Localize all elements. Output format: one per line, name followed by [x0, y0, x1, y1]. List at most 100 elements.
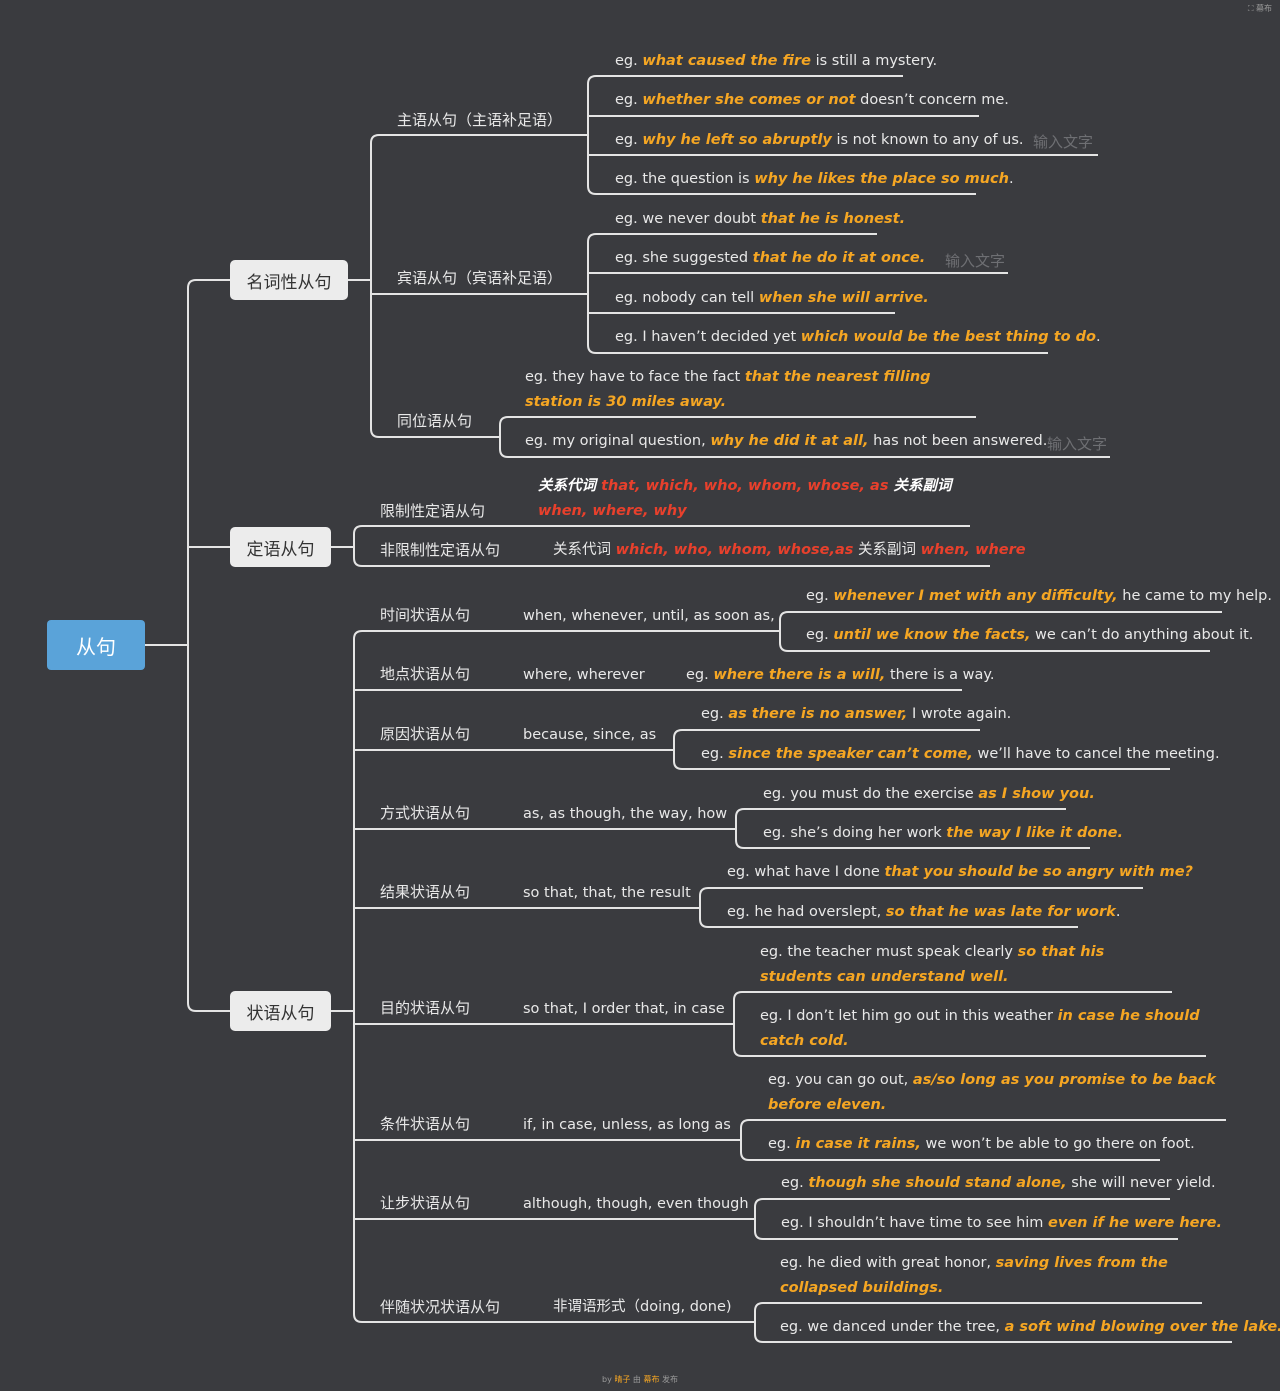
sentence-text: eg. he had overslept, [727, 904, 886, 920]
subject-clause-node[interactable]: 主语从句（主语补足语） [397, 111, 563, 129]
sentence-text: eg. [686, 667, 714, 683]
highlighted-clause: why he likes the place so much [754, 171, 1009, 187]
section-noun-clause[interactable]: 名词性从句 [230, 260, 348, 300]
sentence-text: eg. I shouldn’t have time to see him [781, 1215, 1049, 1231]
highlighted-clause: even if he were here. [1048, 1215, 1222, 1231]
example-subject-4[interactable]: eg. the question is why he likes the pla… [615, 167, 1014, 192]
example-subject-3[interactable]: eg. why he left so abruptly is not known… [615, 128, 1024, 153]
example-accompany-1[interactable]: eg. he died with great honor, saving liv… [780, 1251, 1210, 1301]
manner-clause-node[interactable]: 方式状语从句 [380, 804, 471, 822]
example-appositive-2[interactable]: eg. my original question, why he did it … [525, 429, 1047, 454]
condition-conjunctions[interactable]: if, in case, unless, as long as [523, 1117, 731, 1133]
example-object-1[interactable]: eg. we never doubt that he is honest. [615, 207, 905, 232]
section-attributive-clause[interactable]: 定语从句 [230, 527, 331, 567]
logo-text: 幕布 [1256, 4, 1272, 13]
condition-clause-node[interactable]: 条件状语从句 [380, 1115, 471, 1133]
relative-word: when, where, why [538, 503, 687, 519]
place-clause-node[interactable]: 地点状语从句 [380, 665, 471, 683]
footer-suffix: 发布 [659, 1375, 678, 1384]
concession-conjunctions[interactable]: although, though, even though [523, 1196, 749, 1212]
purpose-clause-node[interactable]: 目的状语从句 [380, 999, 471, 1017]
example-object-4[interactable]: eg. I haven’t decided yet which would be… [615, 325, 1101, 350]
restrictive-clause-node[interactable]: 限制性定语从句 [380, 502, 486, 520]
place-conjunctions[interactable]: where, wherever [523, 667, 645, 683]
sentence-text: eg. what have I done [727, 864, 885, 880]
sentence-text: eg. [768, 1136, 796, 1152]
example-subject-1[interactable]: eg. what caused the fire is still a myst… [615, 49, 937, 74]
sentence-text: she will never yield. [1066, 1175, 1216, 1191]
purpose-conjunctions[interactable]: so that, I order that, in case [523, 1001, 725, 1017]
highlighted-clause: though she should stand alone, [808, 1175, 1067, 1191]
highlighted-clause: what caused the fire [642, 53, 811, 69]
sentence-text: eg. my original question, [525, 433, 711, 449]
example-manner-1[interactable]: eg. you must do the exercise as I show y… [763, 782, 1095, 807]
placeholder-text[interactable]: 输入文字 [945, 252, 1006, 270]
example-object-2[interactable]: eg. she suggested that he do it at once. [615, 246, 925, 271]
sentence-text: eg. nobody can tell [615, 290, 759, 306]
example-concession-2[interactable]: eg. I shouldn’t have time to see him eve… [781, 1211, 1222, 1236]
example-result-2[interactable]: eg. he had overslept, so that he was lat… [727, 900, 1120, 925]
highlighted-clause: in case it rains, [795, 1136, 921, 1152]
result-conjunctions[interactable]: so that, that, the result [523, 885, 691, 901]
sentence-text: eg. he died with great honor, [780, 1255, 996, 1271]
example-condition-1[interactable]: eg. you can go out, as/so long as you pr… [768, 1068, 1228, 1118]
sentence-text: eg. we danced under the tree, [780, 1319, 1005, 1335]
highlighted-clause: that he is honest. [760, 211, 906, 227]
highlighted-clause: as/so long as you promise to be back bef… [768, 1072, 1216, 1113]
result-clause-node[interactable]: 结果状语从句 [380, 883, 471, 901]
sentence-text: 关系代词 [553, 542, 616, 558]
sentence-text: eg. [806, 627, 834, 643]
sentence-text: eg. [701, 706, 729, 722]
sentence-text: he came to my help. [1117, 588, 1272, 604]
time-clause-node[interactable]: 时间状语从句 [380, 606, 471, 624]
example-reason-1[interactable]: eg. as there is no answer, I wrote again… [701, 702, 1011, 727]
accompany-clause-node[interactable]: 伴随状况状语从句 [380, 1298, 501, 1316]
placeholder-text[interactable]: 输入文字 [1047, 435, 1108, 453]
sentence-text: 关系代词 [538, 478, 602, 494]
root-node[interactable]: 从句 [47, 620, 145, 670]
example-place-1[interactable]: eg. where there is a will, there is a wa… [686, 663, 995, 688]
example-appositive-1[interactable]: eg. they have to face the fact that the … [525, 365, 980, 415]
restrictive-words[interactable]: 关系代词 that, which, who, whom, whose, as 关… [538, 474, 968, 524]
highlighted-clause: that the nearest filling station is 30 m… [525, 369, 931, 410]
time-conjunctions[interactable]: when, whenever, until, as soon as, [523, 608, 775, 624]
example-manner-2[interactable]: eg. she’s doing her work the way I like … [763, 821, 1123, 846]
sentence-text: eg. I haven’t decided yet [615, 329, 801, 345]
highlighted-clause: why he left so abruptly [642, 132, 832, 148]
example-purpose-2[interactable]: eg. I don’t let him go out in this weath… [760, 1004, 1210, 1054]
example-purpose-1[interactable]: eg. the teacher must speak clearly so th… [760, 940, 1180, 990]
sentence-text: eg. she’s doing her work [763, 825, 947, 841]
example-reason-2[interactable]: eg. since the speaker can’t come, we’ll … [701, 742, 1220, 767]
footer-author: 晴子 [614, 1375, 631, 1384]
example-condition-2[interactable]: eg. in case it rains, we won’t be able t… [768, 1132, 1195, 1157]
sentence-text: eg. she suggested [615, 250, 753, 266]
example-subject-2[interactable]: eg. whether she comes or not doesn’t con… [615, 88, 1009, 113]
nonrestrictive-clause-node[interactable]: 非限制性定语从句 [380, 541, 501, 559]
concession-clause-node[interactable]: 让步状语从句 [380, 1194, 471, 1212]
example-time-2[interactable]: eg. until we know the facts, we can’t do… [806, 623, 1253, 648]
manner-conjunctions[interactable]: as, as though, the way, how [523, 806, 728, 822]
example-concession-1[interactable]: eg. though she should stand alone, she w… [781, 1171, 1216, 1196]
example-accompany-2[interactable]: eg. we danced under the tree, a soft win… [780, 1315, 1280, 1340]
sentence-text: eg. they have to face the fact [525, 369, 745, 385]
sentence-text: . [1115, 904, 1121, 920]
example-result-1[interactable]: eg. what have I done that you should be … [727, 860, 1193, 885]
nonrestrictive-words[interactable]: 关系代词 which, who, whom, whose,as 关系副词 whe… [553, 538, 1026, 563]
highlighted-clause: whenever I met with any difficulty, [833, 588, 1118, 604]
sentence-text: eg. [615, 132, 643, 148]
highlighted-clause: saving lives from the collapsed building… [780, 1255, 1168, 1296]
example-object-3[interactable]: eg. nobody can tell when she will arrive… [615, 286, 929, 311]
placeholder-text[interactable]: 输入文字 [1033, 133, 1094, 151]
reason-conjunctions[interactable]: because, since, as [523, 727, 657, 743]
reason-clause-node[interactable]: 原因状语从句 [380, 725, 471, 743]
section-adverbial-clause[interactable]: 状语从句 [230, 991, 331, 1031]
example-time-1[interactable]: eg. whenever I met with any difficulty, … [806, 584, 1272, 609]
accompany-forms[interactable]: 非谓语形式（doing, done) [553, 1299, 732, 1315]
sentence-text: eg. [615, 53, 643, 69]
object-clause-node[interactable]: 宾语从句（宾语补足语） [397, 269, 563, 287]
appositive-clause-node[interactable]: 同位语从句 [397, 412, 473, 430]
sentence-text: eg. I don’t let him go out in this weath… [760, 1008, 1058, 1024]
sentence-text: is still a mystery. [810, 53, 938, 69]
footer-prefix: by [602, 1375, 615, 1384]
sentence-text: . [1008, 171, 1014, 187]
